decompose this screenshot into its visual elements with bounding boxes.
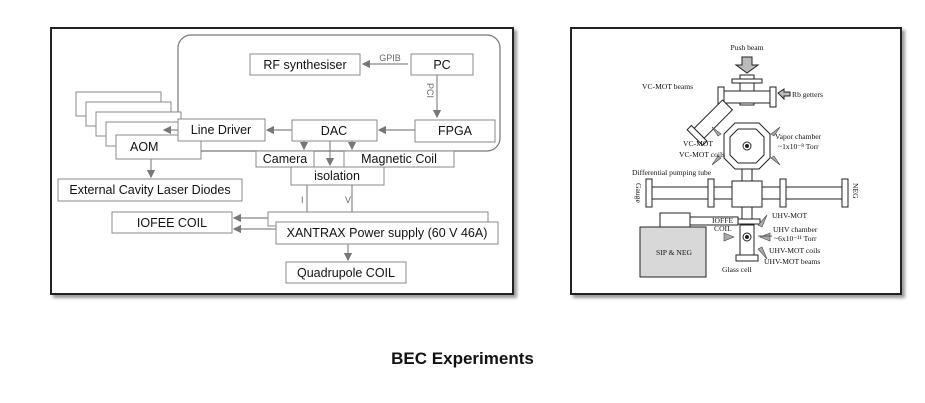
pump-connection-tube bbox=[689, 216, 739, 226]
quad-label: Quadrupole COIL bbox=[297, 266, 395, 280]
vc-mot-flange bbox=[686, 124, 708, 146]
i-label: I bbox=[301, 195, 304, 205]
uhv-mot-coils-label: UHV-MOT coils bbox=[769, 246, 820, 255]
right-mid-flange bbox=[779, 178, 787, 208]
control-outline bbox=[177, 34, 501, 152]
ioffe-coil-label-1: IOFFE bbox=[712, 216, 733, 225]
uhv-chamber-label: UHV chamber bbox=[773, 225, 818, 234]
vc-beam-arrow bbox=[711, 155, 722, 166]
push-beam-label: Push beam bbox=[730, 43, 763, 52]
gauge-flange bbox=[645, 178, 653, 208]
vc-mot-label: VC-MOT bbox=[683, 139, 713, 148]
uhv-mot-label: UHV-MOT bbox=[772, 211, 808, 220]
neg-label: NEG bbox=[851, 183, 860, 199]
glass-cell-base bbox=[735, 254, 759, 262]
left-mid-flange bbox=[707, 178, 715, 208]
gauge-label: Gauge bbox=[634, 183, 643, 203]
sip-neg-label: SIP & NEG bbox=[656, 248, 693, 257]
vc-mot-coils-label: VC-MOT coils bbox=[679, 150, 725, 159]
uhv-beam-arrow bbox=[757, 246, 768, 260]
gpib-label: GPIB bbox=[379, 53, 401, 63]
block-diagram: AOM RF synthesiser GPIB PC PCI FPGA DAC … bbox=[57, 34, 501, 284]
center-cross bbox=[731, 180, 763, 208]
neg-flange bbox=[841, 178, 849, 208]
differential-tube-label: Differential pumping tube bbox=[632, 168, 712, 177]
vc-mot-beams-label: VC-MOT beams bbox=[642, 82, 693, 91]
vapor-chamber-center bbox=[745, 144, 749, 148]
uhv-beam-arrow bbox=[723, 232, 735, 242]
uhv-beam-arrow bbox=[759, 232, 771, 242]
apparatus-panel: Push beam Rb getters VC-MOT beams VC-MOT… bbox=[570, 27, 902, 295]
rb-getter-arrow bbox=[777, 88, 791, 101]
uhv-beam-arrow bbox=[757, 214, 768, 228]
ioffe-coil-label-2: COIL bbox=[714, 224, 732, 233]
v-label: V bbox=[345, 195, 351, 205]
line-driver-label: Line Driver bbox=[191, 123, 251, 137]
isolation-label: isolation bbox=[314, 169, 360, 183]
vc-beam-arrow bbox=[770, 155, 781, 166]
ecld-label: External Cavity Laser Diodes bbox=[69, 183, 230, 197]
rf-synth-label: RF synthesiser bbox=[263, 58, 346, 72]
caption: BEC Experiments bbox=[391, 349, 534, 368]
pump-neck bbox=[659, 212, 691, 228]
xantrax-box bbox=[275, 221, 499, 245]
ecld-box bbox=[57, 178, 243, 202]
vapor-chamber-label: Vapor chamber bbox=[775, 132, 822, 141]
top-cross bbox=[723, 90, 771, 104]
rb-getters-label: Rb getters bbox=[792, 90, 823, 99]
fpga-label: FPGA bbox=[438, 124, 473, 138]
iofee-label: IOFEE COIL bbox=[137, 216, 207, 230]
fpga-box bbox=[414, 119, 496, 143]
magnetic-coil-label: Magnetic Coil bbox=[361, 152, 437, 166]
top-flange bbox=[731, 78, 763, 84]
uhv-chamber-center bbox=[745, 235, 749, 239]
iofee-box bbox=[111, 211, 233, 234]
vc-beam-arrow bbox=[711, 126, 722, 137]
aom-label: AOM bbox=[130, 140, 158, 154]
xantrax-label: XANTRAX Power supply (60 V 46A) bbox=[287, 226, 488, 240]
sip-neg-pump bbox=[639, 226, 707, 278]
vapor-chamber-inner bbox=[729, 128, 765, 164]
uhv-mot-beams-label: UHV-MOT beams bbox=[764, 257, 820, 266]
pc-box bbox=[410, 53, 474, 76]
camera-box bbox=[255, 150, 315, 168]
pc-label: PC bbox=[433, 58, 450, 72]
block-diagram-panel: AOM RF synthesiser GPIB PC PCI FPGA DAC … bbox=[50, 27, 514, 295]
magnetic-coil-box bbox=[343, 150, 455, 168]
vc-beam-arrow bbox=[770, 126, 781, 137]
apparatus-diagram: Push beam Rb getters VC-MOT beams VC-MOT… bbox=[632, 43, 860, 278]
uhv-pressure-label: ~6x10⁻¹¹ Torr bbox=[774, 234, 817, 243]
glass-cell-label: Glass cell bbox=[722, 265, 752, 274]
camera-label: Camera bbox=[263, 152, 308, 166]
isolation-box bbox=[290, 166, 385, 186]
pci-label: PCI bbox=[425, 83, 435, 98]
dac-label: DAC bbox=[321, 124, 347, 138]
right-flange bbox=[769, 86, 777, 108]
push-beam-arrow bbox=[734, 56, 760, 74]
rf-synth-box bbox=[249, 53, 361, 76]
vapor-pressure-label: ~1x10⁻⁸ Torr bbox=[778, 142, 819, 151]
quad-box bbox=[285, 261, 407, 284]
